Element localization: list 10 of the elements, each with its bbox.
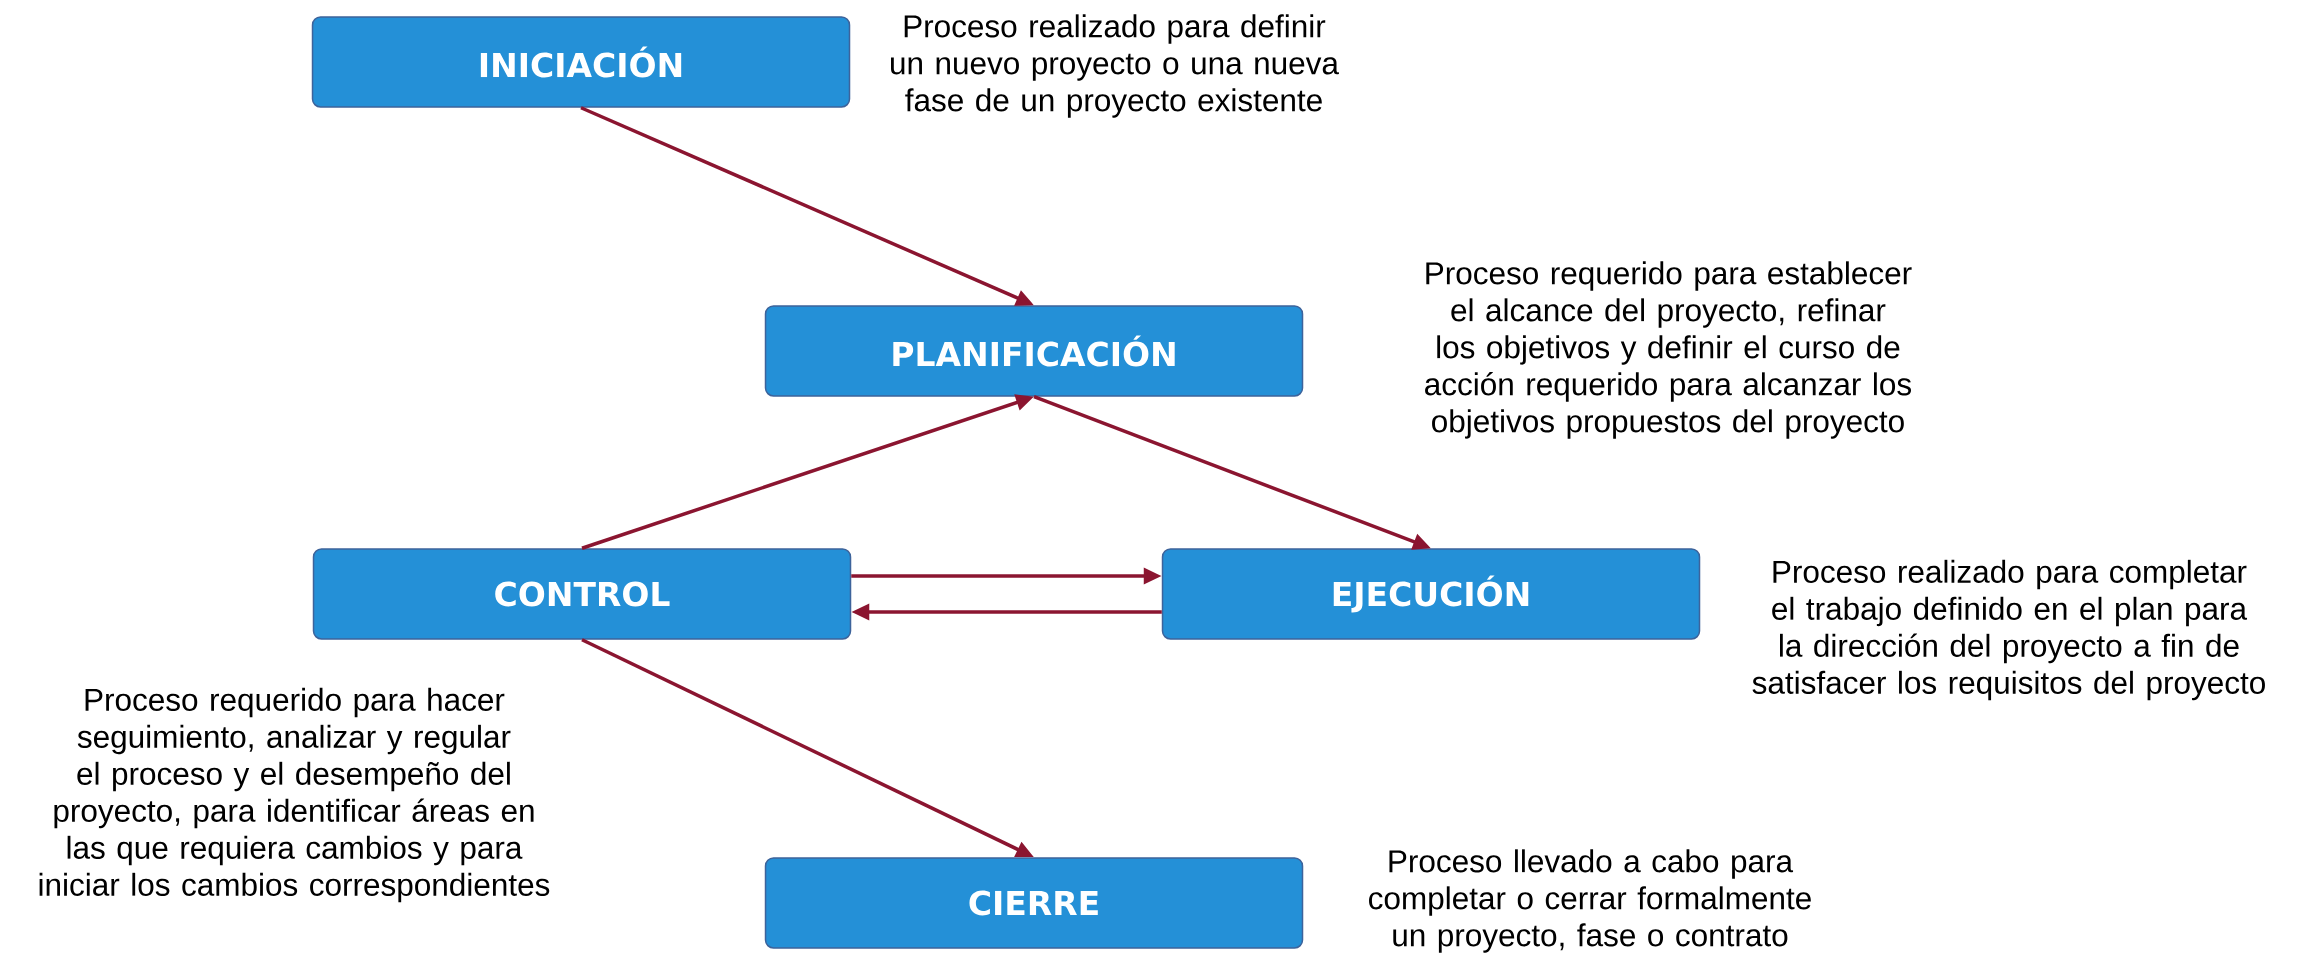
description-text: Proceso realizado para completar el trabajo definido en el plan para la dirección del proyecto a fin de satisfacer los requisitos del proyecto	[1752, 559, 2265, 701]
process-box: CONTROL	[312, 548, 852, 640]
process-box: INICIACIÓN	[311, 16, 851, 108]
description-text: Proceso realizado para definir un nuevo proyecto o una nueva fase de un proyecto existente	[891, 14, 1339, 118]
description-text: Proceso requerido para hacer seguimiento, analizar y regular el proceso y el desempeño del proyecto, para identificar áreas en las que requiera cambios y para iniciar los cambios correspondientes	[39, 687, 550, 903]
process-box: CIERRE	[764, 857, 1304, 949]
description-text: Proceso requerido para establecer el alcance del proyecto, refinar los objetivos y definir el curso de acción requerido para alcanzar los objetivos propuestos del proyecto	[1425, 261, 1912, 439]
process-box: PLANIFICACIÓN	[764, 305, 1304, 397]
process-box: EJECUCIÓN	[1161, 548, 1701, 640]
description-text: Proceso llevado a cabo para completar o cerrar formalmente un proyecto, fase o contrato	[1369, 849, 1811, 953]
